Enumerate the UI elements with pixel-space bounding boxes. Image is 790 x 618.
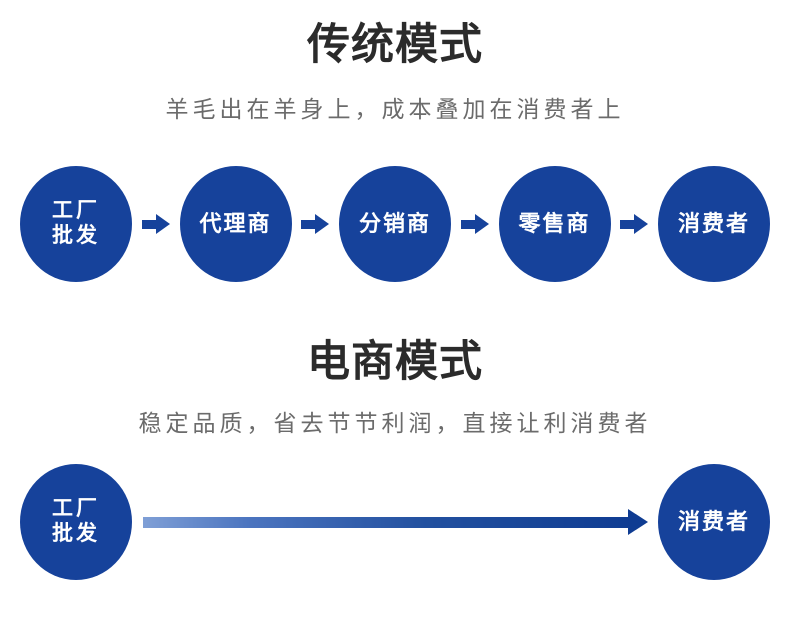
arrow-shaft bbox=[301, 220, 318, 229]
node-distributor: 分销商 bbox=[339, 166, 451, 282]
node-label-line1: 分销商 bbox=[358, 211, 431, 237]
right-arrow-icon bbox=[620, 214, 649, 234]
arrow-shaft bbox=[620, 220, 637, 229]
right-arrow-icon bbox=[460, 214, 489, 234]
long-right-arrow-icon bbox=[143, 509, 648, 535]
right-arrow-icon bbox=[301, 214, 330, 234]
node-label-line1: 工厂 bbox=[52, 199, 100, 223]
node-factory-wholesale: 工厂 批发 bbox=[20, 464, 132, 580]
node-label-line1: 代理商 bbox=[199, 211, 272, 237]
node-label-line1: 工厂 bbox=[52, 497, 100, 521]
node-label-line1: 零售商 bbox=[518, 211, 591, 237]
node-label-line2: 批发 bbox=[52, 522, 100, 545]
page-title-ecommerce: 电商模式 bbox=[307, 338, 483, 386]
node-label-line1: 消费者 bbox=[677, 509, 750, 535]
right-arrow-icon bbox=[141, 214, 170, 234]
subtitle-traditional: 羊毛出在羊身上，成本叠加在消费者上 bbox=[165, 96, 625, 122]
arrow-head bbox=[315, 214, 330, 234]
node-label-line1: 消费者 bbox=[677, 211, 750, 237]
node-factory-wholesale: 工厂 批发 bbox=[20, 166, 132, 282]
arrow-head bbox=[628, 509, 648, 535]
page-title-traditional: 传统模式 bbox=[307, 21, 483, 69]
node-retailer: 零售商 bbox=[498, 166, 611, 282]
subtitle-ecommerce: 稳定品质，省去节节利润，直接让利消费者 bbox=[138, 410, 652, 436]
node-consumer: 消费者 bbox=[658, 166, 770, 282]
arrow-shaft bbox=[460, 220, 477, 229]
flow-chain-ecommerce: 工厂 批发 消费者 bbox=[0, 462, 790, 582]
arrow-head bbox=[474, 214, 489, 234]
node-label-line2: 批发 bbox=[52, 224, 100, 247]
arrow-head bbox=[155, 214, 170, 234]
arrow-shaft bbox=[141, 220, 158, 229]
arrow-head bbox=[634, 214, 649, 234]
flow-chain-traditional: 工厂 批发 代理商 分销商 零售商 bbox=[0, 164, 790, 284]
arrow-shaft-gradient bbox=[143, 517, 632, 528]
node-agent: 代理商 bbox=[179, 166, 292, 282]
node-consumer: 消费者 bbox=[658, 464, 770, 580]
